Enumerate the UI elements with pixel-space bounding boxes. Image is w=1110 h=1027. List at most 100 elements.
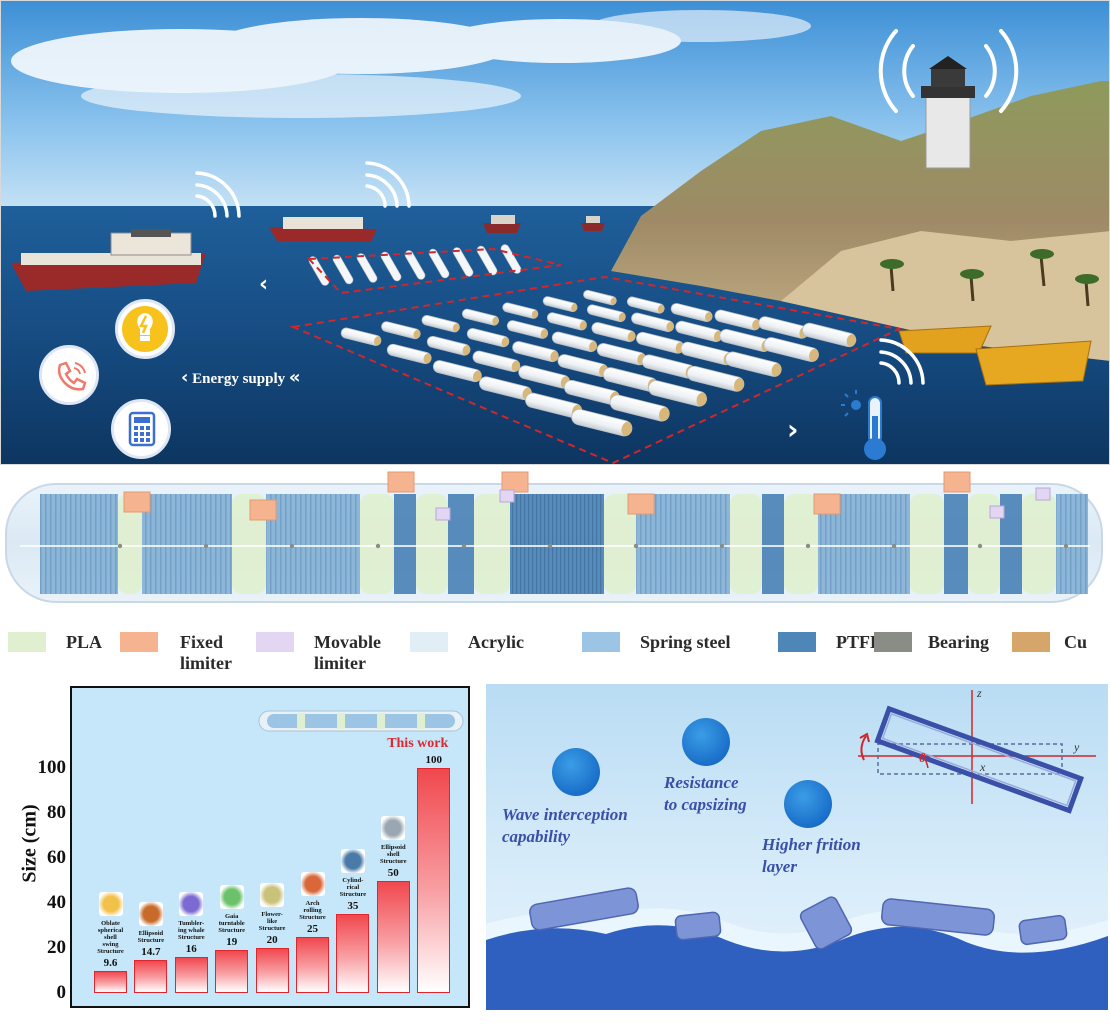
- lighthouse-icon: [921, 56, 975, 169]
- thermometer-icon: [841, 390, 886, 460]
- energy-supply-arrows: «: [288, 367, 301, 388]
- bearing: [203, 543, 209, 549]
- capsizing-diagram: [858, 690, 1096, 814]
- bar-value-label: 35: [347, 900, 359, 913]
- teng-tube: [725, 351, 782, 377]
- teng-tube: [466, 328, 510, 348]
- bar-category-label: Tumbler- ing whale Structure: [177, 920, 205, 941]
- teng-tube: [340, 327, 382, 346]
- bearing: [891, 543, 897, 549]
- structure-thumbnail-icon: [98, 892, 123, 917]
- features-panel-background: [486, 684, 1108, 1010]
- teng-tube: [432, 360, 482, 383]
- energy-supply-chevron: ‹: [181, 367, 189, 388]
- legend-label-ptfe: PTFE: [836, 632, 883, 652]
- teng-tube: [452, 247, 474, 277]
- y-tick-label: 80: [47, 802, 66, 823]
- device-segment: [1056, 494, 1088, 594]
- beach: [781, 231, 1109, 361]
- bar-value-label: 20: [266, 934, 278, 946]
- chart-bar: [134, 959, 168, 993]
- bearing: [1063, 543, 1069, 549]
- bar-value-label: 100: [425, 754, 442, 766]
- teng-tube: [502, 302, 539, 319]
- fixed-limiter: [123, 491, 151, 513]
- ship-small: [483, 215, 605, 233]
- legend-swatch-pla: [8, 632, 46, 652]
- chart-bar: [336, 914, 370, 993]
- chart-bar: [215, 950, 249, 993]
- y-tick-label: 0: [56, 982, 67, 1003]
- bearing: [977, 543, 983, 549]
- wifi-signal-icon: [195, 161, 925, 385]
- bar-value-label: 50: [387, 866, 399, 879]
- ship-large: [11, 229, 206, 291]
- feature-dot-1: [552, 748, 600, 796]
- axis-z-label: z: [977, 686, 982, 700]
- origin-label: x: [980, 760, 986, 774]
- bearing: [719, 543, 725, 549]
- device-segment: [360, 494, 394, 594]
- structure-thumbnail-icon: [138, 901, 163, 926]
- movable-limiter: [499, 489, 515, 503]
- bearing: [805, 543, 811, 549]
- teng-tube: [670, 303, 713, 322]
- angle-label: θ: [919, 750, 926, 765]
- y-tick-label: 60: [47, 847, 66, 868]
- axis-y-label: y: [1074, 740, 1080, 754]
- bar-value-label: 25: [307, 922, 318, 935]
- teng-tube: [356, 253, 378, 283]
- palm-trees: [889, 255, 1090, 307]
- fixed-limiter: [387, 471, 415, 493]
- limiters: [117, 471, 1069, 549]
- teng-tube: [428, 248, 450, 279]
- teng-tube: [461, 308, 500, 326]
- legend-label-movable-limiter: Movable limiter: [314, 632, 381, 673]
- teng-tube: [381, 321, 421, 340]
- this-work-annotation: This work: [387, 736, 449, 751]
- device-segment: [394, 494, 416, 594]
- device-segment: [118, 494, 142, 594]
- device-segment: [968, 494, 1000, 594]
- bearing: [289, 543, 295, 549]
- teng-tube: [542, 296, 578, 313]
- legend-swatch-fixed-limiter: [120, 632, 158, 652]
- teng-tube: [386, 343, 432, 365]
- device-segment: [604, 494, 636, 594]
- legend-swatch-bearing: [874, 632, 912, 652]
- structure-thumbnail-icon: [340, 849, 365, 874]
- teng-tube: [472, 350, 521, 373]
- teng-tube: [506, 320, 549, 339]
- structure-thumbnail-icon: [381, 815, 406, 840]
- fixed-limiter: [627, 493, 655, 515]
- device-segment: [510, 494, 604, 594]
- legend-label-pla: PLA: [66, 632, 102, 652]
- chart-bar: [296, 936, 329, 993]
- teng-tube: [476, 245, 498, 276]
- teng-tube: [609, 394, 670, 422]
- bar-category-label: Flower- like Structure: [258, 911, 286, 932]
- chevron-left-icon: ‹: [259, 272, 268, 297]
- fixed-limiter: [249, 499, 277, 521]
- bar-value-label: 14.7: [141, 945, 161, 958]
- teng-tube: [512, 341, 559, 363]
- bearing: [461, 543, 467, 549]
- bearing: [375, 543, 381, 549]
- teng-array-near: [340, 289, 857, 437]
- device-segment: [730, 494, 762, 594]
- spring-segments: [40, 494, 1088, 594]
- device-segment: [474, 494, 510, 594]
- feature-dot-2: [682, 718, 730, 766]
- bar-category-label: Cylind- rical Structure: [339, 877, 367, 899]
- phone-icon-glyph: [57, 361, 87, 391]
- bar-category-label: Arch rolling Structure: [299, 899, 326, 921]
- teng-tube: [551, 331, 598, 353]
- sea-wave: [486, 925, 1108, 1010]
- material-legend: PLA Fixed limiter Movable limiter Acryli…: [0, 626, 1110, 678]
- bar-value-label: 16: [185, 943, 197, 955]
- device-segment: [910, 494, 944, 594]
- movable-limiter: [435, 507, 451, 521]
- legend-label-bearing: Bearing: [928, 632, 989, 652]
